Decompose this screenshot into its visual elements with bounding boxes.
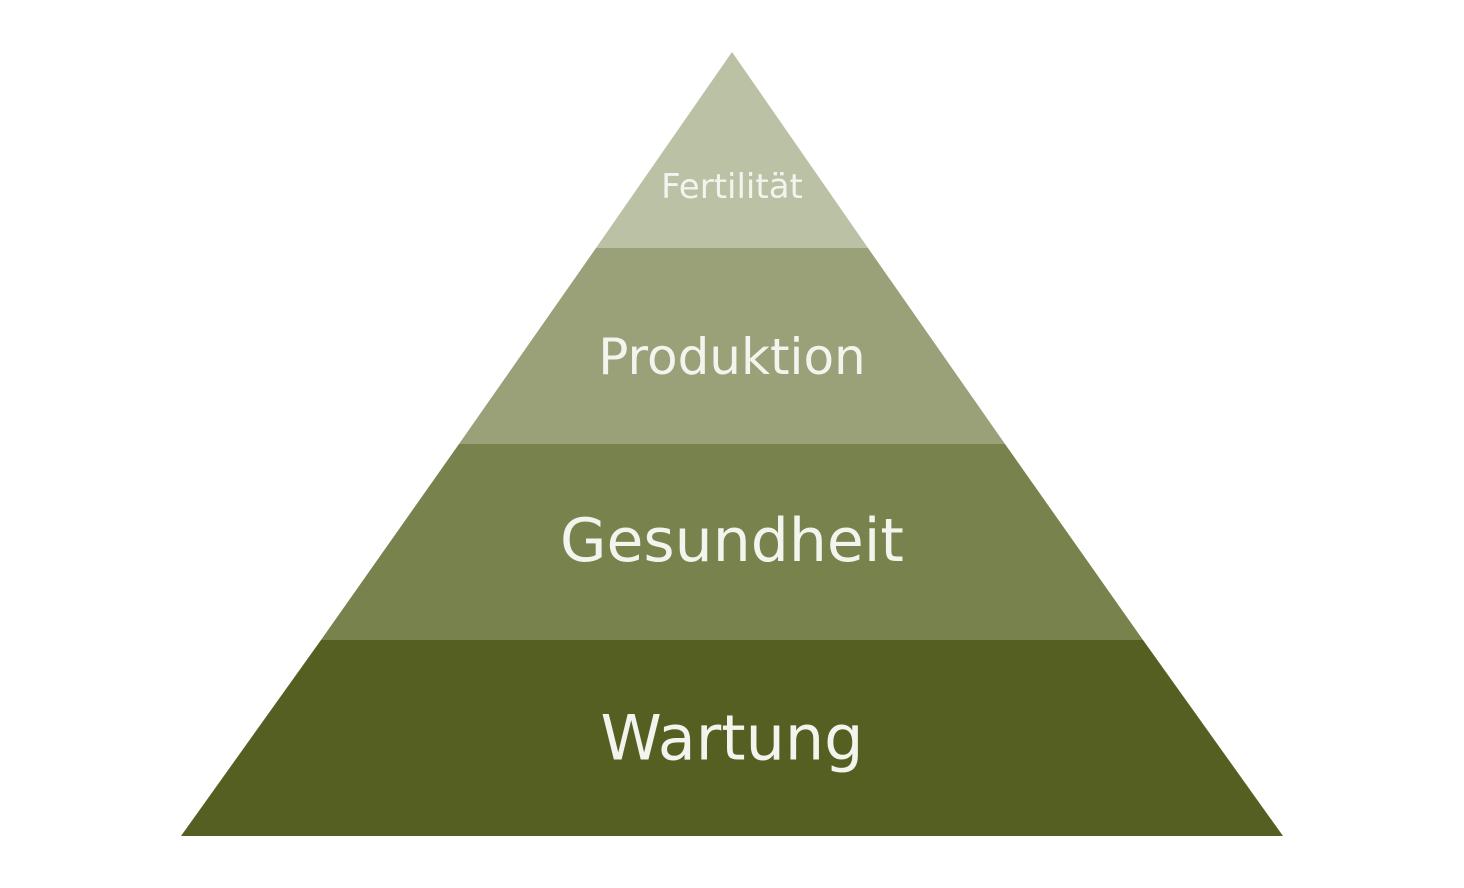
pyramid-label-wartung: Wartung <box>600 702 863 775</box>
pyramid-label-gesundheit: Gesundheit <box>560 506 904 576</box>
pyramid-level-wartung <box>181 640 1283 836</box>
pyramid-label-produktion: Produktion <box>598 328 865 386</box>
pyramid-label-fertilitaet: Fertilität <box>661 167 803 207</box>
pyramid-level-fertilitaet <box>596 52 868 248</box>
pyramid-level-gesundheit <box>321 444 1143 640</box>
pyramid-level-produktion <box>459 248 1005 444</box>
